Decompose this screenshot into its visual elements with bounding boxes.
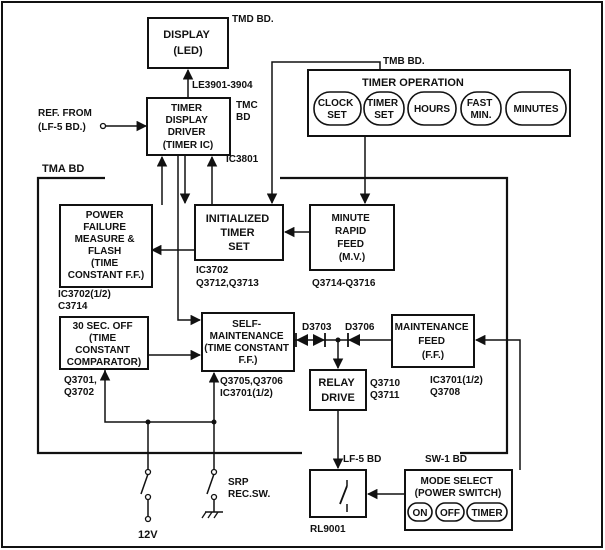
thirty-sec-off-block bbox=[59, 316, 149, 370]
self-maintenance-text: SELF- MAINTENANCE (TIME CONSTANT F.F.) bbox=[204, 319, 292, 366]
power-failure-text: POWER FAILURE MEASURE & FLASH (TIME CONS… bbox=[68, 210, 144, 281]
tmc-board-label: TMC BD bbox=[236, 100, 260, 123]
mode-timer-button[interactable] bbox=[466, 502, 508, 522]
power-failure-block bbox=[59, 204, 153, 288]
timer-display-driver-text: TIMER DISPLAY DRIVER (TIMER IC) bbox=[163, 103, 214, 151]
fast-min-button[interactable] bbox=[460, 91, 502, 126]
maintenance-feed-block bbox=[391, 314, 475, 368]
ic3702-b-label: IC3702(1/2) C3714 bbox=[58, 289, 114, 312]
tma-board-outline bbox=[280, 176, 509, 455]
tmd-board-label: TMD BD. bbox=[232, 14, 274, 25]
v12-label: 12V bbox=[138, 529, 158, 541]
mode-select-to-maintenance-wire bbox=[474, 334, 521, 470]
d3703-diode bbox=[296, 334, 308, 346]
q3714-label: Q3714-Q3716 bbox=[312, 278, 376, 289]
relay-drive-text: RELAY DRIVE bbox=[318, 377, 357, 404]
lf5-board-label: LF-5 BD bbox=[343, 454, 381, 465]
mode-on-label: ON bbox=[413, 508, 428, 519]
v12-terminal bbox=[144, 515, 152, 523]
q3705-label: Q3705,Q3706 IC3701(1/2) bbox=[220, 376, 286, 399]
bus-to-thirty-sec-wire bbox=[99, 369, 148, 423]
ic3701-label: IC3701(1/2) Q3708 bbox=[430, 375, 486, 398]
driver-to-self-maintenance-wire bbox=[177, 155, 202, 326]
timer-operation-title: TIMER OPERATION bbox=[362, 77, 464, 89]
minute-rapid-feed-block bbox=[309, 204, 395, 271]
srp-switch-contact-top bbox=[210, 468, 218, 476]
minutes-button[interactable] bbox=[505, 91, 567, 126]
v12-switch-blade bbox=[140, 473, 149, 495]
v12-switch-contact-top bbox=[144, 468, 152, 476]
maintenance-feed-text: MAINTENANCE FEED (F.F.) bbox=[395, 322, 472, 361]
mode-timer-label: TIMER bbox=[471, 508, 503, 519]
v12-switch-contact-bottom bbox=[144, 493, 152, 501]
srp-switch-blade bbox=[206, 473, 215, 495]
hours-label: HOURS bbox=[414, 104, 450, 115]
rl9001-label: RL9001 bbox=[310, 524, 346, 535]
initialized-timer-set-text: INITIALIZED TIMER SET bbox=[206, 213, 273, 253]
ref-terminal bbox=[99, 122, 107, 130]
mode-on-button[interactable] bbox=[407, 502, 433, 522]
relay-contact-blade bbox=[339, 485, 348, 505]
timer-op-to-initialized-wire bbox=[266, 61, 381, 205]
hours-button[interactable] bbox=[407, 91, 457, 126]
tma-board-outline-left bbox=[36, 176, 302, 455]
d3703-label: D3703 bbox=[302, 322, 332, 333]
sw1-board-label: SW-1 BD bbox=[425, 454, 467, 465]
initialized-timer-set-block bbox=[194, 204, 284, 261]
d3706-symbol bbox=[348, 334, 360, 346]
minute-rapid-feed-text: MINUTE RAPID FEED (M.V.) bbox=[331, 213, 372, 263]
srp-switch-contact-bottom bbox=[210, 493, 218, 501]
display-led-text: DISPLAY (LED) bbox=[163, 29, 213, 57]
clock-set-button[interactable] bbox=[313, 91, 362, 126]
ground-hatch-3 bbox=[213, 511, 219, 519]
ground-hatch-1 bbox=[201, 511, 207, 519]
d3706-label: D3706 bbox=[345, 322, 375, 333]
d3703-symbol bbox=[313, 334, 325, 346]
timer-set-button[interactable] bbox=[363, 91, 405, 126]
le3901-label: LE3901-3904 bbox=[192, 80, 253, 91]
tmb-board-label: TMB BD. bbox=[383, 56, 425, 67]
mode-off-label: OFF bbox=[440, 508, 460, 519]
ref-from-label: REF. FROM (LF-5 BD.) bbox=[38, 108, 95, 133]
ic3801-label: IC3801 bbox=[226, 154, 259, 165]
relay-drive-block bbox=[309, 369, 367, 411]
thirty-sec-off-text: 30 SEC. OFF (TIME CONSTANT COMPARATOR) bbox=[67, 321, 141, 368]
fast-min-label: FAST MIN. bbox=[467, 98, 495, 121]
ground-hatch-2 bbox=[207, 511, 213, 519]
mode-off-button[interactable] bbox=[435, 502, 465, 522]
clock-set-label: CLOCK SET bbox=[318, 98, 356, 121]
tma-board-label: TMA BD bbox=[42, 163, 84, 175]
mode-select-title: MODE SELECT (POWER SWITCH) bbox=[415, 476, 502, 499]
q3701-label: Q3701, Q3702 bbox=[64, 375, 100, 398]
minutes-label: MINUTES bbox=[514, 104, 559, 115]
timer-display-driver-block bbox=[146, 97, 231, 156]
srp-label: SRP REC.SW. bbox=[228, 477, 270, 500]
self-maintenance-block bbox=[201, 312, 295, 372]
relay-rl9001-block bbox=[309, 469, 367, 518]
display-led-block bbox=[147, 17, 229, 69]
timer-set-label: TIMER SET bbox=[367, 98, 401, 121]
ic3702-a-label: IC3702 Q3712,Q3713 bbox=[196, 265, 259, 289]
q3710-label: Q3710 Q3711 bbox=[370, 378, 403, 401]
